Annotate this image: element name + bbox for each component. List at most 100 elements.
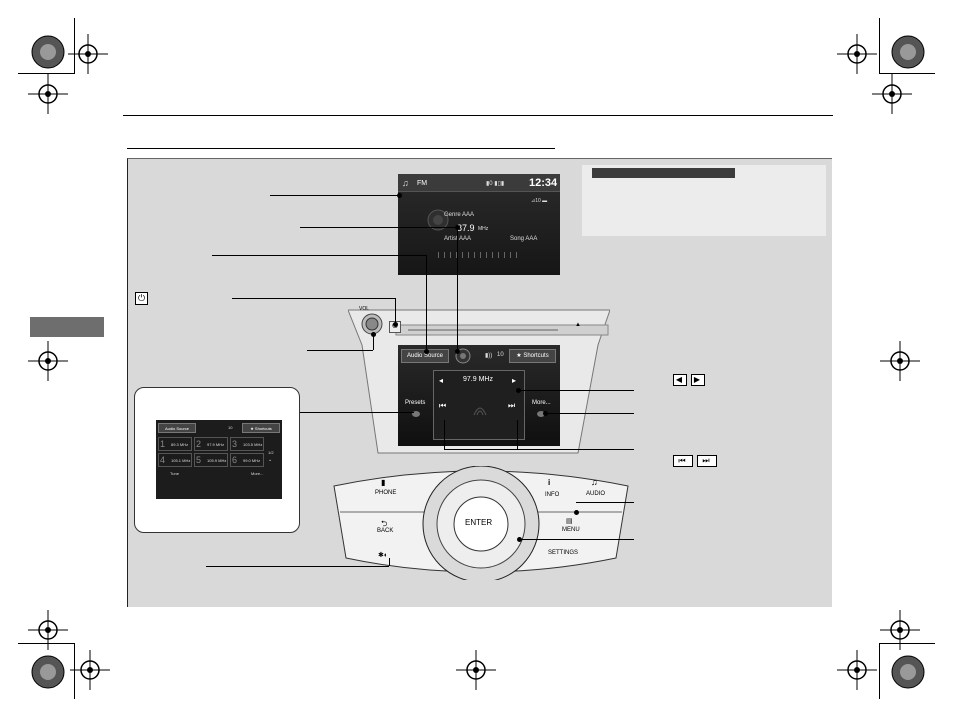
skip-forward-icon: ⏭: [697, 455, 717, 467]
preset-frequency: 103.5 MHz: [243, 442, 263, 447]
callout-line: [517, 420, 518, 449]
shortcuts-label: Shortcuts: [523, 353, 549, 359]
registration-mark-icon: [28, 610, 68, 650]
tuning-scale: [438, 252, 518, 258]
header-rule: [123, 115, 833, 116]
seek-right-icon: ▶: [691, 374, 705, 386]
crop-mark: [18, 643, 74, 644]
info-icon: i: [548, 478, 551, 487]
callout-dot: [455, 349, 460, 354]
power-icon: ⏻: [135, 292, 148, 305]
volume-level: 10: [497, 352, 504, 358]
crop-mark: [879, 643, 880, 699]
frequency-display: 97.9 MHz: [463, 376, 493, 383]
callout-line: [426, 255, 427, 352]
music-note-icon: ♫: [402, 178, 409, 188]
more-button[interactable]: More...: [532, 400, 551, 406]
page-down-icon[interactable]: ⌄: [268, 457, 273, 463]
callout-line: [206, 566, 389, 567]
seek-down-button[interactable]: ◂: [439, 376, 444, 385]
callout-dot: [516, 388, 521, 393]
page-indicator: 1/2: [268, 450, 274, 455]
callout-line: [519, 539, 634, 540]
radio-signal-icon: [427, 209, 449, 231]
registration-mark-icon: [837, 650, 877, 690]
color-target-icon: [891, 655, 925, 689]
callout-dot: [574, 510, 579, 515]
presets-button[interactable]: Presets: [405, 400, 426, 406]
inset-audio-source[interactable]: Audio Source: [158, 423, 196, 433]
inset-volume: 10: [228, 425, 233, 430]
skip-back-icon: ⏮: [673, 455, 693, 467]
song-label: Song AAA: [510, 236, 538, 242]
preset-2[interactable]: 2 97.9 MHz: [194, 437, 228, 451]
frequency-unit: MHz: [478, 226, 489, 232]
radio-wave-icon: [473, 407, 487, 416]
skip-back-button[interactable]: ⏮: [439, 401, 447, 410]
inset-more-button[interactable]: More...: [251, 471, 264, 476]
back-arrow-icon: ⮌: [381, 519, 388, 528]
phone-button[interactable]: PHONE: [375, 490, 397, 496]
registration-mark-icon: [880, 341, 920, 381]
inset-star-icon: ★: [250, 426, 254, 431]
crop-mark: [879, 643, 935, 644]
eject-icon[interactable]: ▲: [575, 322, 581, 328]
callout-line: [373, 334, 374, 350]
inset-shortcuts[interactable]: ★ Shortcuts: [242, 423, 280, 433]
shortcuts-button[interactable]: ★ Shortcuts: [509, 349, 556, 363]
vol-label: VOL: [359, 306, 370, 312]
settings-button[interactable]: SETTINGS: [548, 550, 579, 556]
tune-button[interactable]: Tune: [170, 471, 179, 476]
callout-line: [212, 255, 426, 256]
callout-dot: [517, 537, 522, 542]
callout-line: [307, 350, 373, 351]
callout-line: [545, 413, 634, 414]
preset-frequency: 89.3 MHz: [171, 442, 189, 447]
menu-button[interactable]: MENU: [562, 527, 580, 533]
preset-frequency: 97.9 MHz: [207, 442, 225, 447]
upper-display: ♫ FM ▮0 ▮▯▮ 12:34 ⊿10 ▬ Genre AAA 87.9 M…: [398, 174, 560, 275]
back-button[interactable]: BACK: [377, 528, 394, 534]
callout-line: [300, 412, 414, 413]
seek-left-icon: ◀: [673, 374, 687, 386]
star-icon: ★: [516, 353, 522, 359]
registration-mark-icon: [28, 74, 68, 114]
callout-line: [300, 227, 457, 228]
menu-icon: ▤: [566, 518, 573, 525]
status-icons: ▮0 ▮▯▮: [486, 181, 505, 187]
callout-line: [270, 195, 399, 196]
volume-knob-icon[interactable]: [361, 313, 383, 335]
enter-button[interactable]: ENTER: [465, 518, 493, 527]
seek-arrows-icon: ◀▶: [673, 374, 709, 386]
callout-dot: [455, 225, 460, 230]
skip-forward-button[interactable]: ⏭: [508, 401, 516, 410]
audio-display: Audio Source ▮)) 10 ★ Shortcuts ◂ 97.9 M…: [398, 345, 560, 446]
callout-dot: [397, 193, 402, 198]
callout-dot: [393, 322, 398, 327]
preset-number: 4: [160, 455, 166, 465]
audio-note-icon: ♫: [591, 477, 598, 487]
control-console: [333, 466, 629, 580]
color-target-icon: [891, 35, 925, 69]
callout-line: [444, 449, 634, 450]
callout-line: [457, 227, 458, 352]
frequency-readout: 87.9: [457, 223, 475, 233]
skip-track-icon: ⏮⏭: [673, 455, 721, 467]
registration-mark-icon: [880, 610, 920, 650]
registration-mark-icon: [68, 34, 108, 74]
callout-line: [395, 298, 396, 324]
preset-number: 2: [196, 439, 202, 449]
brightness-icon[interactable]: ✱◐: [378, 552, 389, 559]
audio-button[interactable]: AUDIO: [586, 491, 606, 497]
callout-line: [232, 298, 395, 299]
preset-frequency: 105.9 MHz: [207, 458, 227, 463]
info-button[interactable]: INFO: [545, 492, 560, 498]
seek-up-button[interactable]: ▸: [512, 376, 517, 385]
clock: 12:34: [529, 177, 558, 189]
